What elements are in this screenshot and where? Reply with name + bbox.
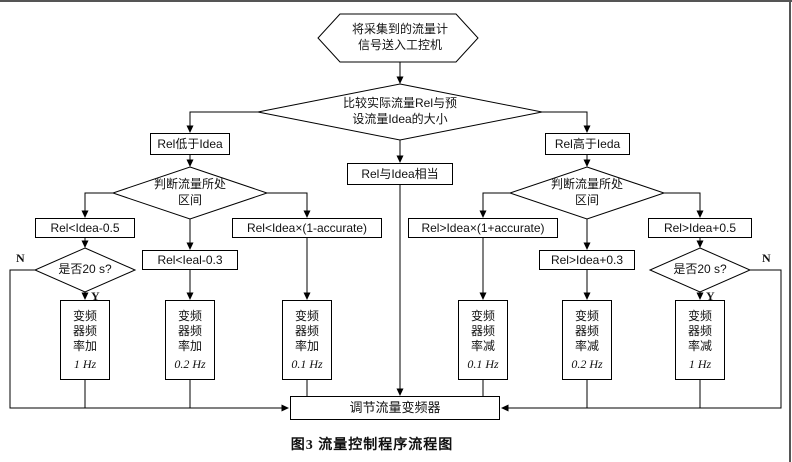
connector: [186, 111, 258, 133]
node-action-add-1hz: 变频器频率加 1 Hz: [60, 300, 110, 380]
node-rel-equal: Rel与Idea相当: [347, 163, 453, 185]
connector: [664, 192, 704, 218]
start-hexagon-shape: [317, 13, 479, 63]
node-rel-low: Rel低于Idea: [150, 133, 230, 155]
node-timer-right: 是否20 s?: [673, 262, 727, 277]
connector: [542, 111, 591, 133]
node-cond-r3: Rel>Idea+0.5: [648, 218, 752, 238]
node-judge-left: 判断流量所处区间: [153, 177, 226, 207]
node-cond-l2: Rel<Ieal-0.3: [142, 250, 238, 270]
node-adjust: 调节流量变频器: [290, 396, 500, 420]
node-cond-l1: Rel<Idea-0.5: [35, 218, 135, 238]
node-action-add-02hz: 变频器频率加 0.2 Hz: [165, 300, 215, 380]
node-cond-l3: Rel<Idea×(1-accurate): [232, 218, 382, 238]
connector: [479, 192, 510, 218]
figure-caption: 图3 流量控制程序流程图: [290, 438, 454, 453]
judge-left-diamond-shape: [111, 166, 269, 220]
connector: [267, 192, 311, 218]
timer-right-diamond-shape: [648, 247, 752, 293]
connector-no-left: [9, 269, 289, 412]
node-action-sub-01hz: 变频器频率减 0.1 Hz: [458, 300, 508, 380]
timer-left-diamond-shape: [33, 247, 137, 293]
node-cond-r2: Rel>Idea+0.3: [539, 250, 635, 270]
judge-right-diamond-shape: [508, 166, 666, 220]
label-yes-right: Y: [706, 289, 715, 303]
node-action-add-01hz: 变频器频率加 0.1 Hz: [282, 300, 332, 380]
node-timer-left: 是否20 s?: [58, 262, 112, 277]
node-start: 将采集到的流量计信号送入工控机: [351, 22, 448, 52]
node-rel-high: Rel高于Ieda: [545, 133, 630, 155]
node-judge-right: 判断流量所处区间: [550, 177, 623, 207]
compare-diamond-shape: [257, 83, 543, 141]
connector: [81, 192, 113, 218]
node-action-sub-02hz: 变频器频率减 0.2 Hz: [562, 300, 612, 380]
connector-no-right: [501, 269, 782, 412]
label-no-right: N: [762, 251, 771, 265]
node-action-sub-1hz: 变频器频率减 1 Hz: [675, 300, 725, 380]
node-compare: 比较实际流量Rel与预设流量Idea的大小: [342, 96, 457, 126]
node-cond-r1: Rel>Idea×(1+accurate): [408, 218, 558, 238]
label-no-left: N: [16, 251, 25, 265]
label-yes-left: Y: [91, 289, 100, 303]
